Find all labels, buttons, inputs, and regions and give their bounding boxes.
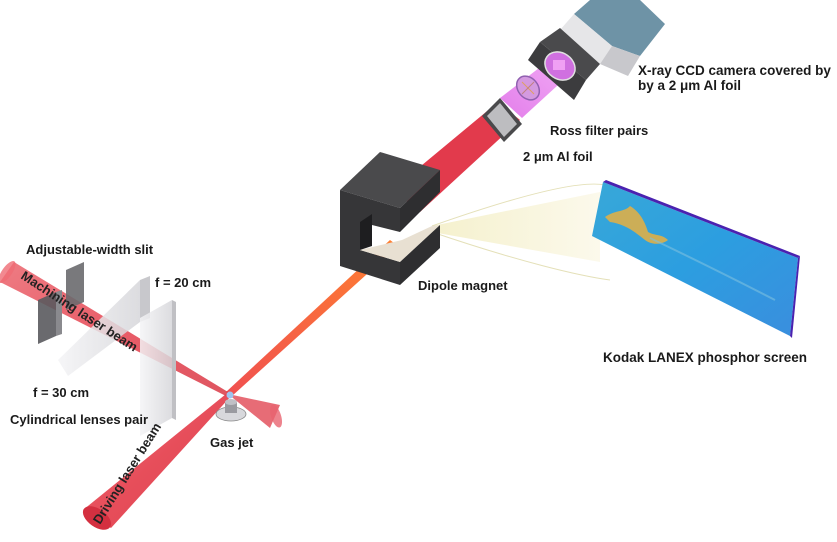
adjustable-width-slit xyxy=(38,262,84,344)
cylindrical-lens-f20 xyxy=(58,276,150,376)
dipole-magnet xyxy=(340,152,440,285)
f30-label: f = 30 cm xyxy=(33,385,89,400)
al-foil-label: 2 μm Al foil xyxy=(523,149,593,164)
lanex-screen-label: Kodak LANEX phosphor screen xyxy=(603,350,807,365)
lenses-label: Cylindrical lenses pair xyxy=(10,412,148,427)
slit-label: Adjustable-width slit xyxy=(26,242,154,257)
camera-label-line2: by a 2 μm Al foil xyxy=(638,78,741,93)
diverging-beam-end xyxy=(269,404,283,428)
cylindrical-lens-f30 xyxy=(140,300,176,436)
electron-laser-beam-thin xyxy=(226,240,398,396)
electron-beam-cone xyxy=(432,192,600,262)
camera-label-line1: X-ray CCD camera covered by xyxy=(638,63,831,78)
ross-filter xyxy=(515,75,541,101)
dipole-magnet-label: Dipole magnet xyxy=(418,278,508,293)
electron-signal-trace xyxy=(605,206,668,244)
gas-jet xyxy=(215,391,247,422)
driving-laser-beam xyxy=(82,394,232,530)
electron-cone-arc xyxy=(431,183,611,281)
lanex-phosphor-screen xyxy=(592,180,800,338)
f20-label: f = 20 cm xyxy=(155,275,211,290)
xray-ccd-camera xyxy=(528,0,665,100)
gas-jet-label: Gas jet xyxy=(210,435,254,450)
ross-filter-label: Ross filter pairs xyxy=(550,123,648,138)
al-foil-frame xyxy=(482,98,522,142)
diverging-laser-beam xyxy=(228,394,280,428)
